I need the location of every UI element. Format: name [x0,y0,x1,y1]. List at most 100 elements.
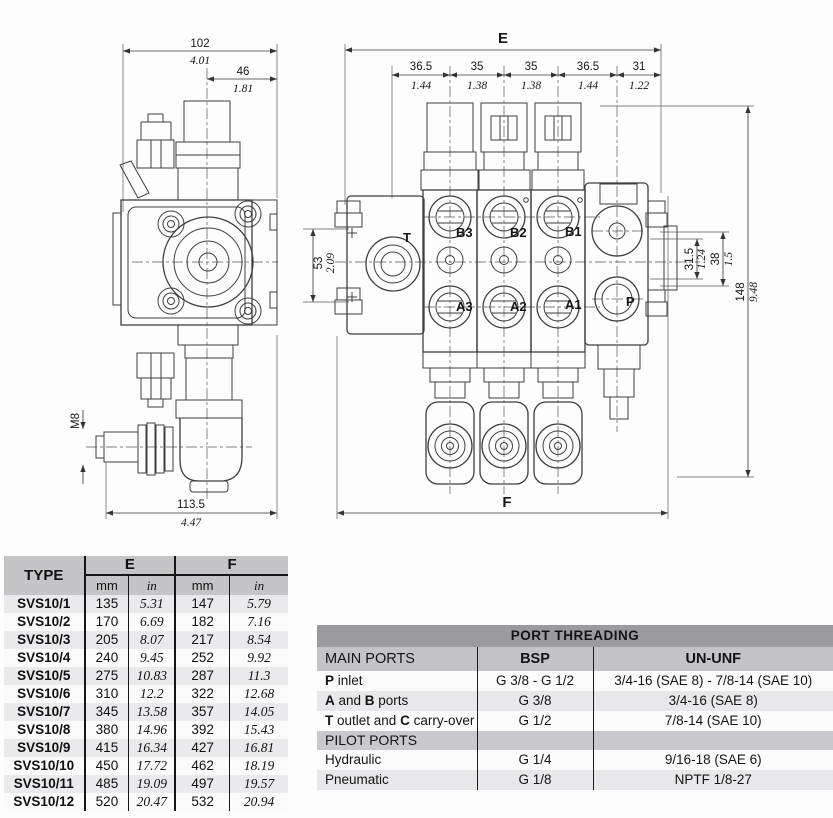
corner-bolts [157,200,262,325]
model-cell: SVS10/2 [17,614,71,629]
value-cell: 135 [83,595,129,613]
empty-cell [592,731,833,750]
unit-label: mm [174,575,230,595]
port-label-a2: A2 [510,299,527,314]
value-cell: 19.57 [229,775,288,793]
bsp-cell: G 3/8 - G 1/2 [476,671,593,691]
port-threading-table: PORT THREADING MAIN PORTS BSP UN-UNF P i… [317,625,833,790]
col-header-type: TYPE [4,556,86,595]
value-cell: 12.68 [229,685,288,703]
value-cell: 5.31 [128,595,176,613]
dim-seg5-mm: 31 [633,61,646,73]
value-cell: 287 [174,667,230,685]
value-cell: 10.83 [128,667,176,685]
model-cell: SVS10/7 [17,704,71,719]
port-label-cell: Pneumatic [317,770,477,790]
dim-seg2-in: 1.38 [467,80,487,92]
value-cell: 310 [83,685,129,703]
port-label-a1: A1 [565,297,582,312]
value-cell: 462 [174,757,230,775]
model-cell: SVS10/9 [17,740,71,755]
dim-seg1-mm: 36.5 [410,61,432,73]
model-cell: SVS10/12 [13,794,75,809]
table-subheader-row: MAIN PORTS BSP UN-UNF [317,647,833,671]
table-title-row: PORT THREADING [317,625,833,647]
value-cell: 380 [83,721,129,739]
dim-seg1-in: 1.44 [411,80,431,92]
value-cell: 275 [83,667,129,685]
dim-38-mm: 38 [710,253,722,266]
dim-315-in: 1.24 [696,249,708,269]
dim-side-offset-mm: 46 [237,66,250,78]
value-cell: 322 [174,685,230,703]
value-cell: 427 [174,739,230,757]
pilot-ports-header: PILOT PORTS [317,731,477,750]
dim-side-depth-in: 4.47 [181,517,202,529]
dim-148-in: 9.48 [748,282,760,302]
value-cell: 16.81 [229,739,288,757]
port-label-b1: B1 [565,224,582,239]
value-cell: 20.47 [128,793,176,811]
unit-label: in [229,575,288,595]
dim-38-in: 1.5 [723,252,735,267]
dim-seg3-in: 1.38 [521,80,541,92]
value-cell: 19.09 [128,775,176,793]
value-cell: 8.07 [128,631,176,649]
port-label-p: P [626,294,635,309]
dim-seg3-mm: 35 [525,61,538,73]
model-cell: SVS10/10 [13,758,75,773]
inlet-section: P [584,182,678,420]
value-cell: 9.45 [128,649,176,667]
dim-side-offset-in: 1.81 [233,83,253,95]
model-cell: SVS10/4 [17,650,71,665]
model-cell: SVS10/3 [17,632,71,647]
bsp-cell: G 1/4 [476,750,593,770]
bsp-cell: G 1/2 [476,711,593,731]
value-cell: 15.43 [229,721,288,739]
model-cell: SVS10/5 [17,668,71,683]
un-unf-cell: 3/4-16 (SAE 8) [592,691,833,711]
value-cell: 11.3 [229,667,288,685]
dim-seg4-mm: 36.5 [577,61,599,73]
dim-53-in: 2.09 [325,253,337,273]
value-cell: 252 [174,649,230,667]
unit-label: mm [84,575,129,595]
bsp-cell: G 3/8 [476,691,593,711]
dim-e-label: E [498,30,508,47]
col-header-f: F [174,556,288,576]
bsp-cell: G 1/8 [476,770,593,790]
value-cell: 14.05 [229,703,288,721]
technical-drawing: 102 4.01 46 1.81 [70,30,760,529]
value-cell: 182 [174,613,230,631]
port-label-b3: B3 [456,225,473,240]
col-header-e: E [84,556,176,576]
port-label-cell: P inlet [317,671,477,691]
value-cell: 392 [174,721,230,739]
value-cell: 345 [83,703,129,721]
value-cell: 170 [83,613,129,631]
col-header-un-unf: UN-UNF [592,647,833,671]
dim-f-label: F [502,494,511,511]
value-cell: 520 [83,793,129,811]
table-section-row: PILOT PORTS [317,731,833,750]
empty-cell [476,731,593,750]
value-cell: 5.79 [229,595,288,613]
un-unf-cell: 9/16-18 (SAE 6) [592,750,833,770]
table-units-row: mm in mm in [4,575,288,595]
valve-sections: B3 B2 B1 A3 A2 A1 [420,102,586,485]
model-cell: SVS10/8 [17,722,71,737]
model-cell: SVS10/6 [17,686,71,701]
table-row: T outlet and C carry-over G 1/2 7/8-14 (… [317,711,833,731]
table-row: Pneumatic G 1/8 NPTF 1/8-27 [317,770,833,790]
un-unf-cell: 7/8-14 (SAE 10) [592,711,833,731]
value-cell: 18.19 [229,757,288,775]
dim-315-mm: 31.5 [684,248,696,270]
valve-drawing: 102 4.01 46 1.81 [70,30,760,529]
dim-side-depth-mm: 113.5 [177,499,205,511]
dim-seg4-in: 1.44 [578,80,598,92]
